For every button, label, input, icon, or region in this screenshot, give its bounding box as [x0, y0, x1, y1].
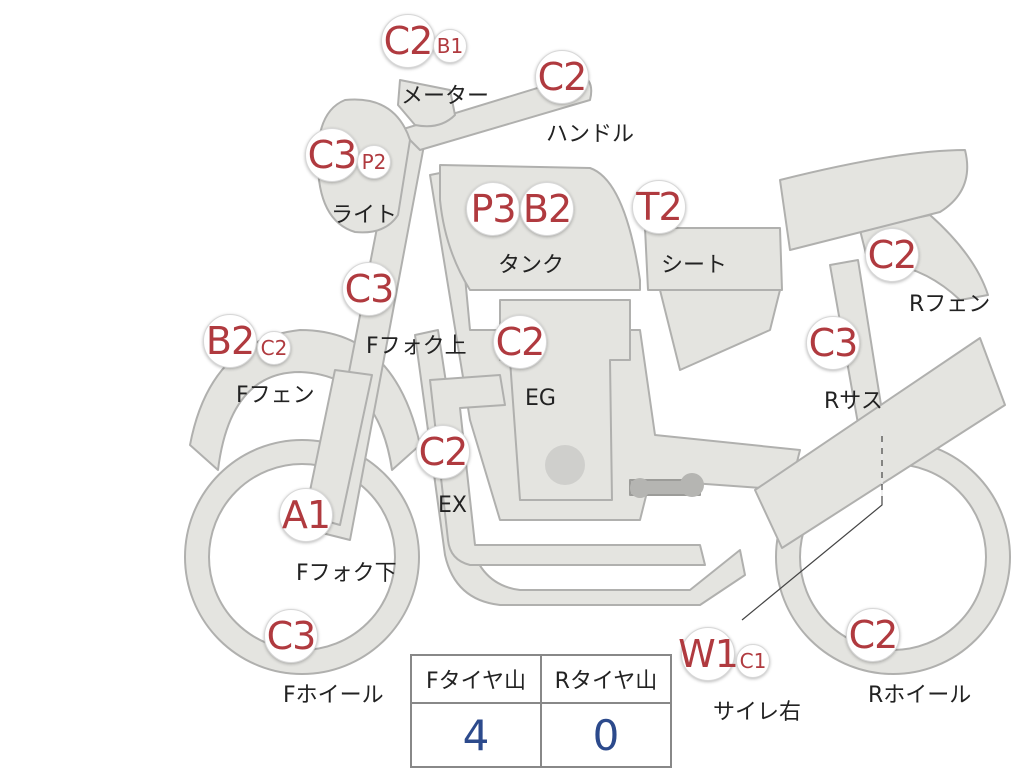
grade-f-fender-sub: C2: [257, 331, 291, 365]
grade-f-fork-lower: A1: [279, 488, 333, 542]
label-exhaust: EX: [438, 493, 467, 518]
tail-shape: [779, 149, 969, 251]
grade-tank-1: P3: [466, 182, 520, 236]
front-tire-value: 4: [410, 702, 542, 768]
rear-tire-value: 0: [540, 702, 672, 768]
label-f-fork-upper: Fフォク上: [366, 334, 467, 359]
grade-engine: C2: [493, 315, 547, 369]
tire-tread-table: Fタイヤ山 Rタイヤ山 4 0: [410, 654, 672, 768]
grade-light: C3: [305, 128, 359, 182]
label-seat: シート: [661, 253, 728, 278]
grade-f-fork-upper: C3: [342, 262, 396, 316]
grade-meter: C2: [381, 14, 435, 68]
footpeg-end-right: [680, 473, 704, 497]
label-light: ライト: [331, 203, 398, 228]
tire-tread-header-row: Fタイヤ山 Rタイヤ山: [410, 654, 672, 704]
seat-shape: [644, 227, 783, 291]
label-f-fender: Fフェン: [236, 383, 315, 408]
side-cover-shape: [659, 289, 781, 371]
tire-tread-value-row: 4 0: [410, 702, 672, 768]
label-meter: メーター: [401, 84, 490, 109]
grade-exhaust: C2: [416, 425, 470, 479]
grade-muffler-right: W1: [678, 627, 739, 681]
grade-f-fender: B2: [203, 314, 257, 368]
grade-handle: C2: [535, 50, 589, 104]
grade-seat: T2: [632, 180, 686, 234]
front-tire-header: Fタイヤ山: [410, 654, 542, 704]
label-r-wheel: Rホイール: [868, 683, 972, 708]
label-r-suspension: Rサス: [824, 389, 883, 414]
front-wheel-rim: [186, 441, 418, 673]
grade-r-fender: C2: [865, 228, 919, 282]
meter-shape: [397, 79, 456, 128]
footpeg-end-left: [630, 478, 650, 498]
grade-r-suspension: C3: [806, 316, 860, 370]
front-fork-lower-shape: [304, 369, 373, 526]
grade-tank-2: B2: [520, 182, 574, 236]
muffler-shape: [754, 337, 1006, 549]
label-r-fender: Rフェン: [909, 292, 991, 317]
label-tank: タンク: [498, 253, 565, 278]
grade-r-wheel: C2: [846, 608, 900, 662]
grade-muffler-right-sub: C1: [736, 644, 770, 678]
label-muffler-right: サイレ右: [713, 700, 802, 725]
engine-cover: [545, 445, 585, 485]
exhaust-pipe-shape: [429, 374, 706, 566]
grade-meter-sub: B1: [433, 29, 467, 63]
label-f-fork-lower: Fフォク下: [296, 561, 397, 586]
label-engine: EG: [525, 386, 556, 411]
label-f-wheel: Fホイール: [283, 683, 384, 708]
grade-f-wheel: C3: [264, 609, 318, 663]
grade-light-sub: P2: [357, 145, 391, 179]
rear-tire-header: Rタイヤ山: [540, 654, 672, 704]
label-handle: ハンドル: [546, 122, 635, 147]
